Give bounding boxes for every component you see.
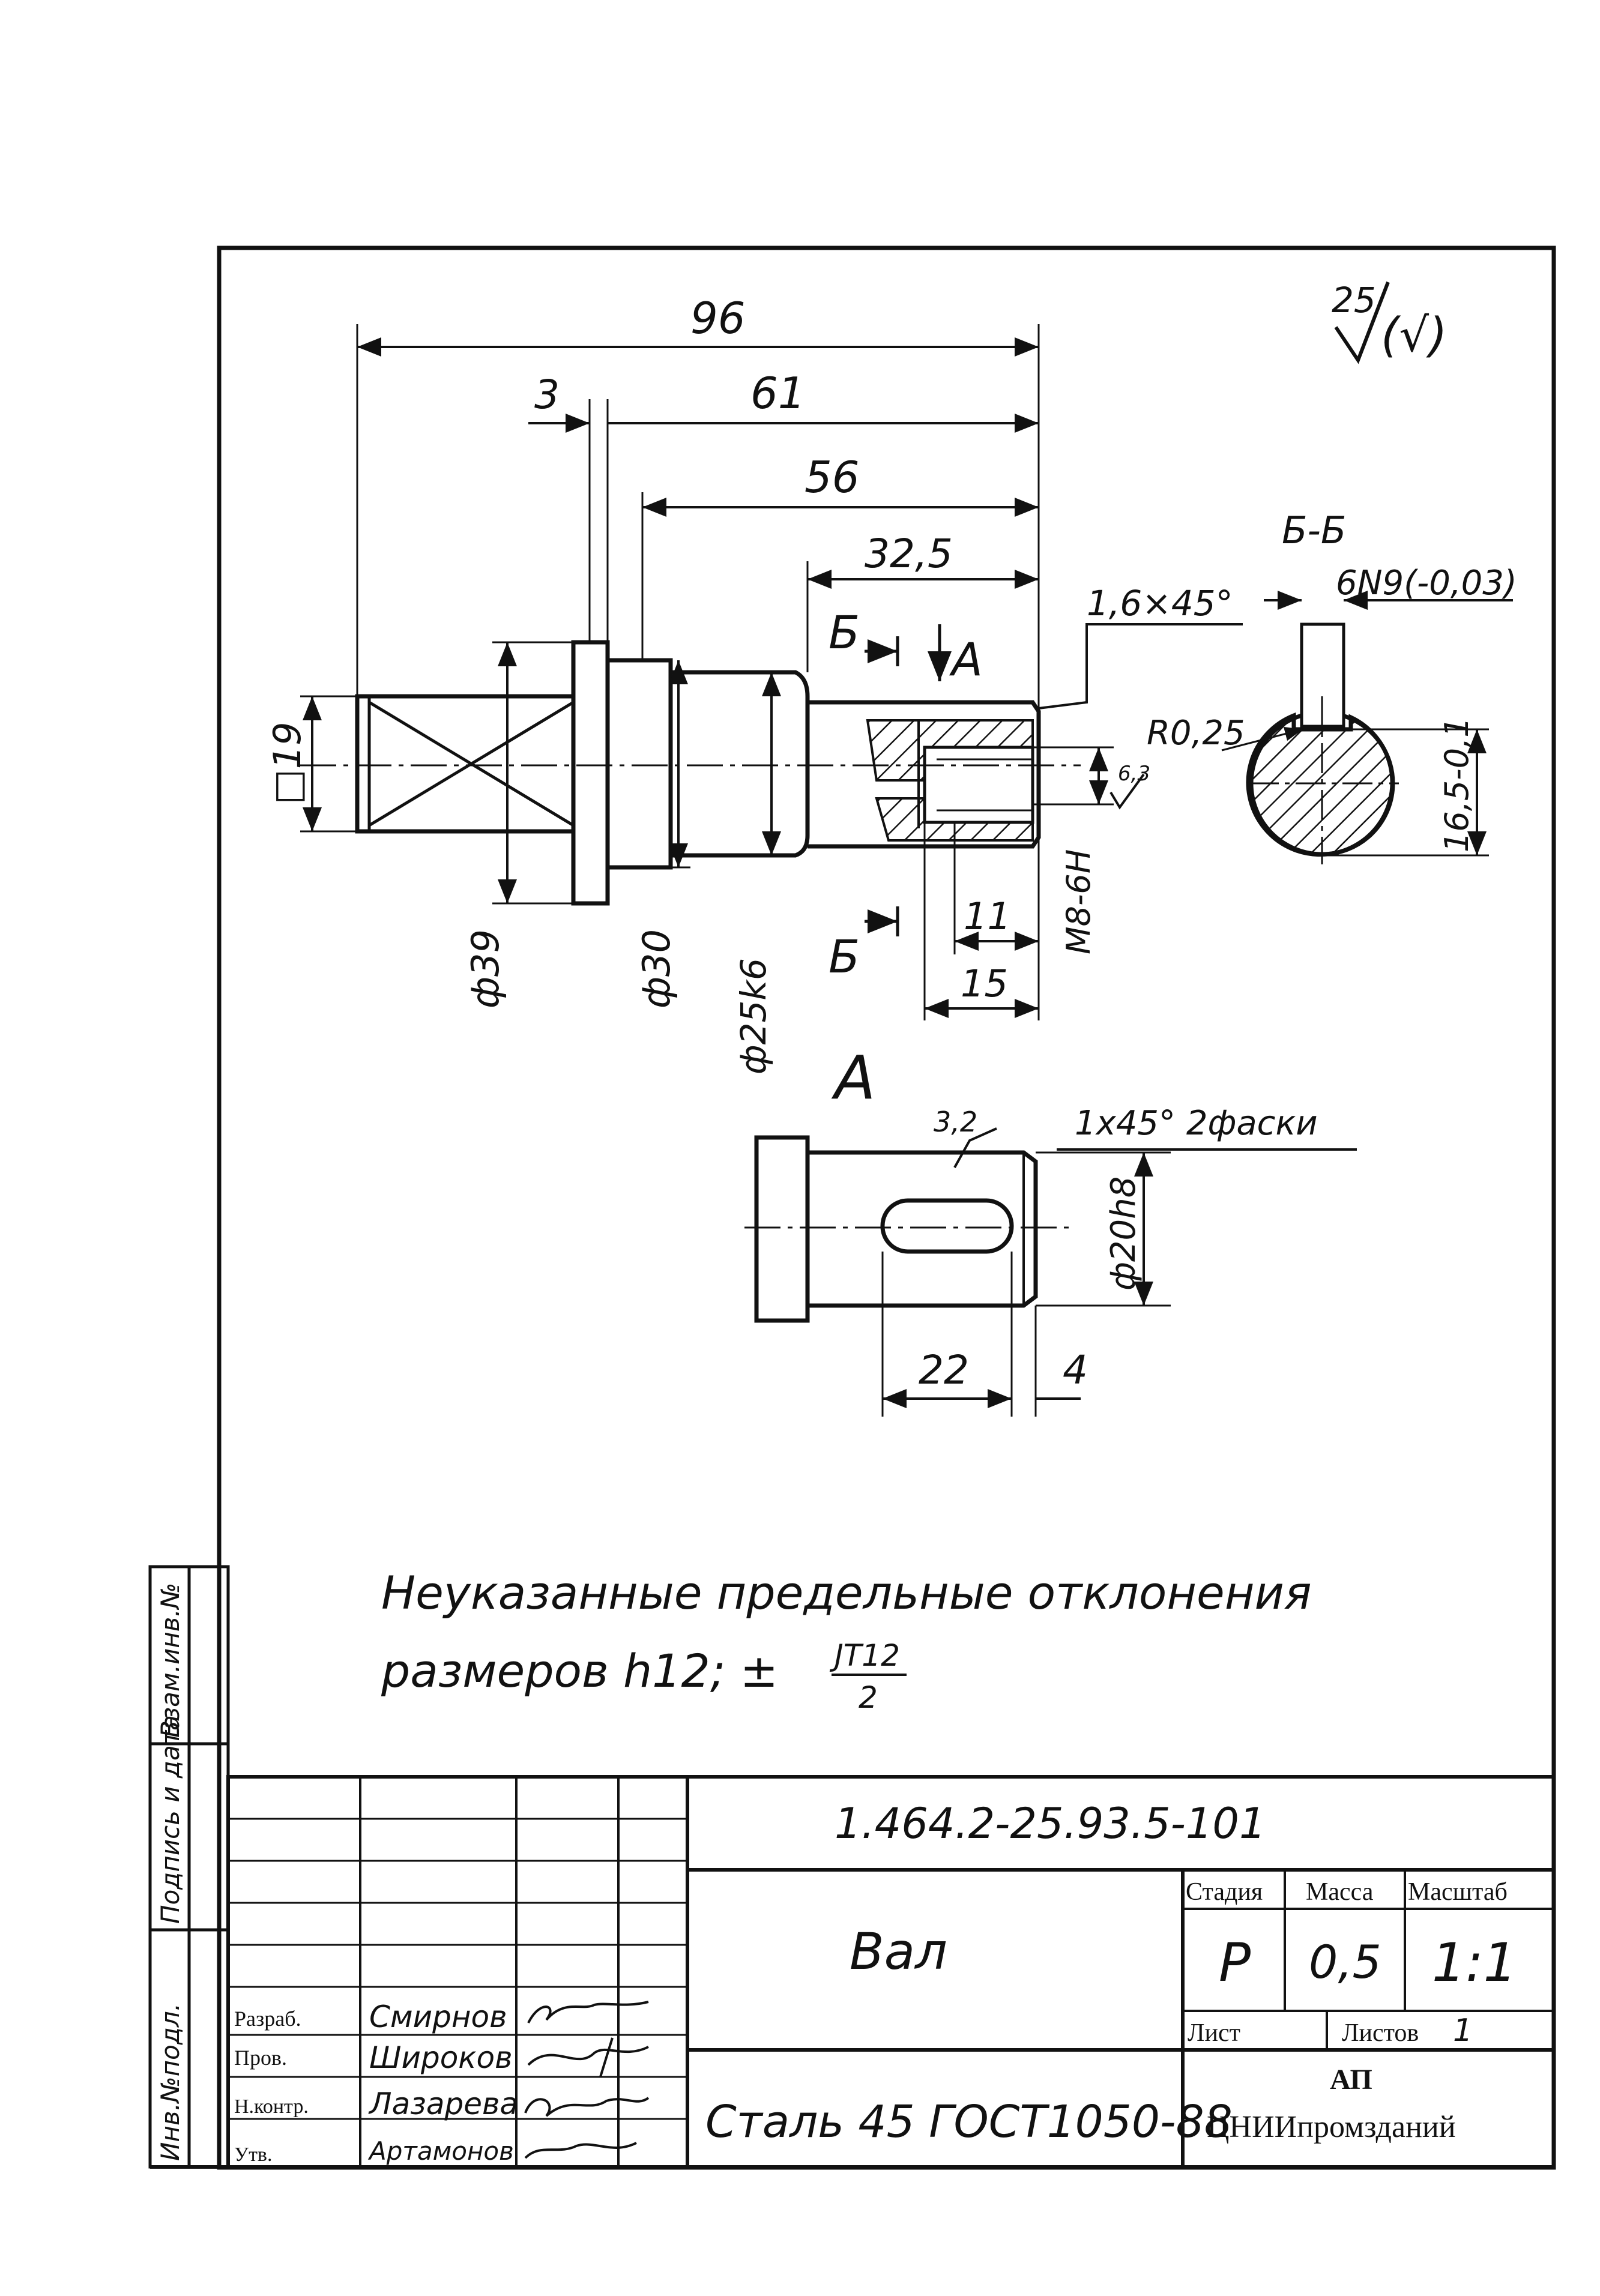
title-block-grid bbox=[226, 1775, 1556, 2169]
material: Сталь 45 ГОСТ1050-88 bbox=[705, 2096, 1233, 2148]
name-checker: Широков bbox=[369, 2040, 513, 2075]
view-a-label: А bbox=[831, 1043, 875, 1113]
dim-25: ф25k6 bbox=[733, 958, 774, 1074]
dim-dia-20: ф20h8 bbox=[1104, 1177, 1143, 1291]
dim-11: 11 bbox=[964, 894, 1011, 938]
value-scale: 1:1 bbox=[1432, 1932, 1517, 1993]
name-approver: Артамонов bbox=[367, 2136, 514, 2166]
section-height: 16,5-0,1 bbox=[1438, 717, 1476, 852]
role-approver: Утв. bbox=[234, 2144, 272, 2166]
stamp-sign-label: Подпись и дата bbox=[155, 1715, 185, 1924]
section-marks bbox=[865, 624, 952, 936]
extension-lines bbox=[300, 324, 1114, 1020]
dim-39: ф39 bbox=[463, 929, 507, 1008]
note-fraction-top: JT12 bbox=[829, 1638, 900, 1673]
section-title: Б-Б bbox=[1282, 508, 1346, 552]
dim-chamfer: 1,6×45° bbox=[1087, 583, 1233, 624]
role-checker: Пров. bbox=[234, 2046, 287, 2070]
role-developer: Разраб. bbox=[234, 2007, 301, 2031]
part-name: Вал bbox=[850, 1922, 947, 1981]
view-a bbox=[754, 1135, 1038, 1323]
view-a-dimensions bbox=[881, 1127, 1357, 1417]
roughness-symbol: 25 (√) bbox=[1332, 280, 1448, 364]
dim-key-22: 22 bbox=[919, 1347, 969, 1393]
name-norm-control: Лазарева bbox=[368, 2087, 518, 2121]
stamp-inv-label: Инв.№подл. bbox=[155, 2003, 185, 2161]
sheets-label: Листов bbox=[1342, 2019, 1419, 2047]
chamfer-leader bbox=[1038, 623, 1243, 710]
view-arrow-label: А bbox=[949, 633, 983, 686]
dim-chamfers-note: 1x45° 2фаски bbox=[1075, 1104, 1318, 1143]
value-stage: Р bbox=[1219, 1932, 1251, 1993]
dim-30: ф30 bbox=[635, 929, 678, 1008]
sheet-label: Лист bbox=[1188, 2019, 1240, 2047]
dimension-lines bbox=[303, 337, 1243, 1018]
dim-96: 96 bbox=[690, 293, 746, 343]
value-mass: 0,5 bbox=[1309, 1935, 1381, 1989]
dim-key-4: 4 bbox=[1063, 1347, 1088, 1393]
dim-roughness-6-3: 6,3 bbox=[1118, 762, 1150, 786]
document-code: 1.464.2-25.93.5-101 bbox=[835, 1799, 1266, 1848]
header-scale: Масштаб bbox=[1408, 1878, 1508, 1906]
signature-norm-control bbox=[524, 2097, 650, 2117]
dim-roughness-3-2: 3,2 bbox=[934, 1106, 977, 1138]
signatures bbox=[524, 2001, 650, 2159]
header-mass: Масса bbox=[1306, 1878, 1374, 1906]
name-developer: Смирнов bbox=[369, 1999, 507, 2034]
dim-square: □19 bbox=[265, 722, 309, 804]
org-name: ЦНИИпромзданий bbox=[1207, 2110, 1456, 2144]
sheets-value: 1 bbox=[1453, 2013, 1473, 2049]
section-radius: R0,25 bbox=[1147, 714, 1245, 753]
dim-3: 3 bbox=[534, 372, 560, 418]
dim-thread: M8-6H bbox=[1060, 849, 1097, 954]
roughness-value: 25 bbox=[1332, 280, 1376, 321]
section-hatch-top bbox=[866, 719, 1034, 782]
dim-56: 56 bbox=[805, 452, 860, 502]
header-stage: Стадия bbox=[1186, 1878, 1263, 1906]
section-mark-bottom: Б bbox=[829, 930, 860, 983]
signature-developer bbox=[527, 2001, 649, 2023]
shaft-main-view bbox=[355, 640, 1041, 906]
section-bb bbox=[1221, 591, 1513, 864]
section-hatch-bottom bbox=[875, 797, 1034, 842]
org-code: АП bbox=[1330, 2064, 1372, 2096]
dim-61: 61 bbox=[750, 368, 806, 418]
stamp-replace-label: Взам.инв.№ bbox=[155, 1583, 185, 1738]
section-key-width: 6N9(-0,03) bbox=[1336, 564, 1517, 603]
dim-15: 15 bbox=[961, 962, 1008, 1005]
signature-checker bbox=[527, 2037, 649, 2078]
note-fraction-bottom: 2 bbox=[859, 1680, 878, 1715]
role-norm-control: Н.контр. bbox=[234, 2096, 309, 2118]
section-mark-top: Б bbox=[829, 606, 860, 659]
note-line-2: размеров h12; ± bbox=[381, 1644, 778, 1698]
roughness-bracket: (√) bbox=[1381, 309, 1448, 363]
note-line-1: Неуказанные предельные отклонения bbox=[381, 1566, 1312, 1620]
dim-32-5: 32,5 bbox=[865, 531, 953, 577]
signature-approver bbox=[524, 2142, 637, 2159]
